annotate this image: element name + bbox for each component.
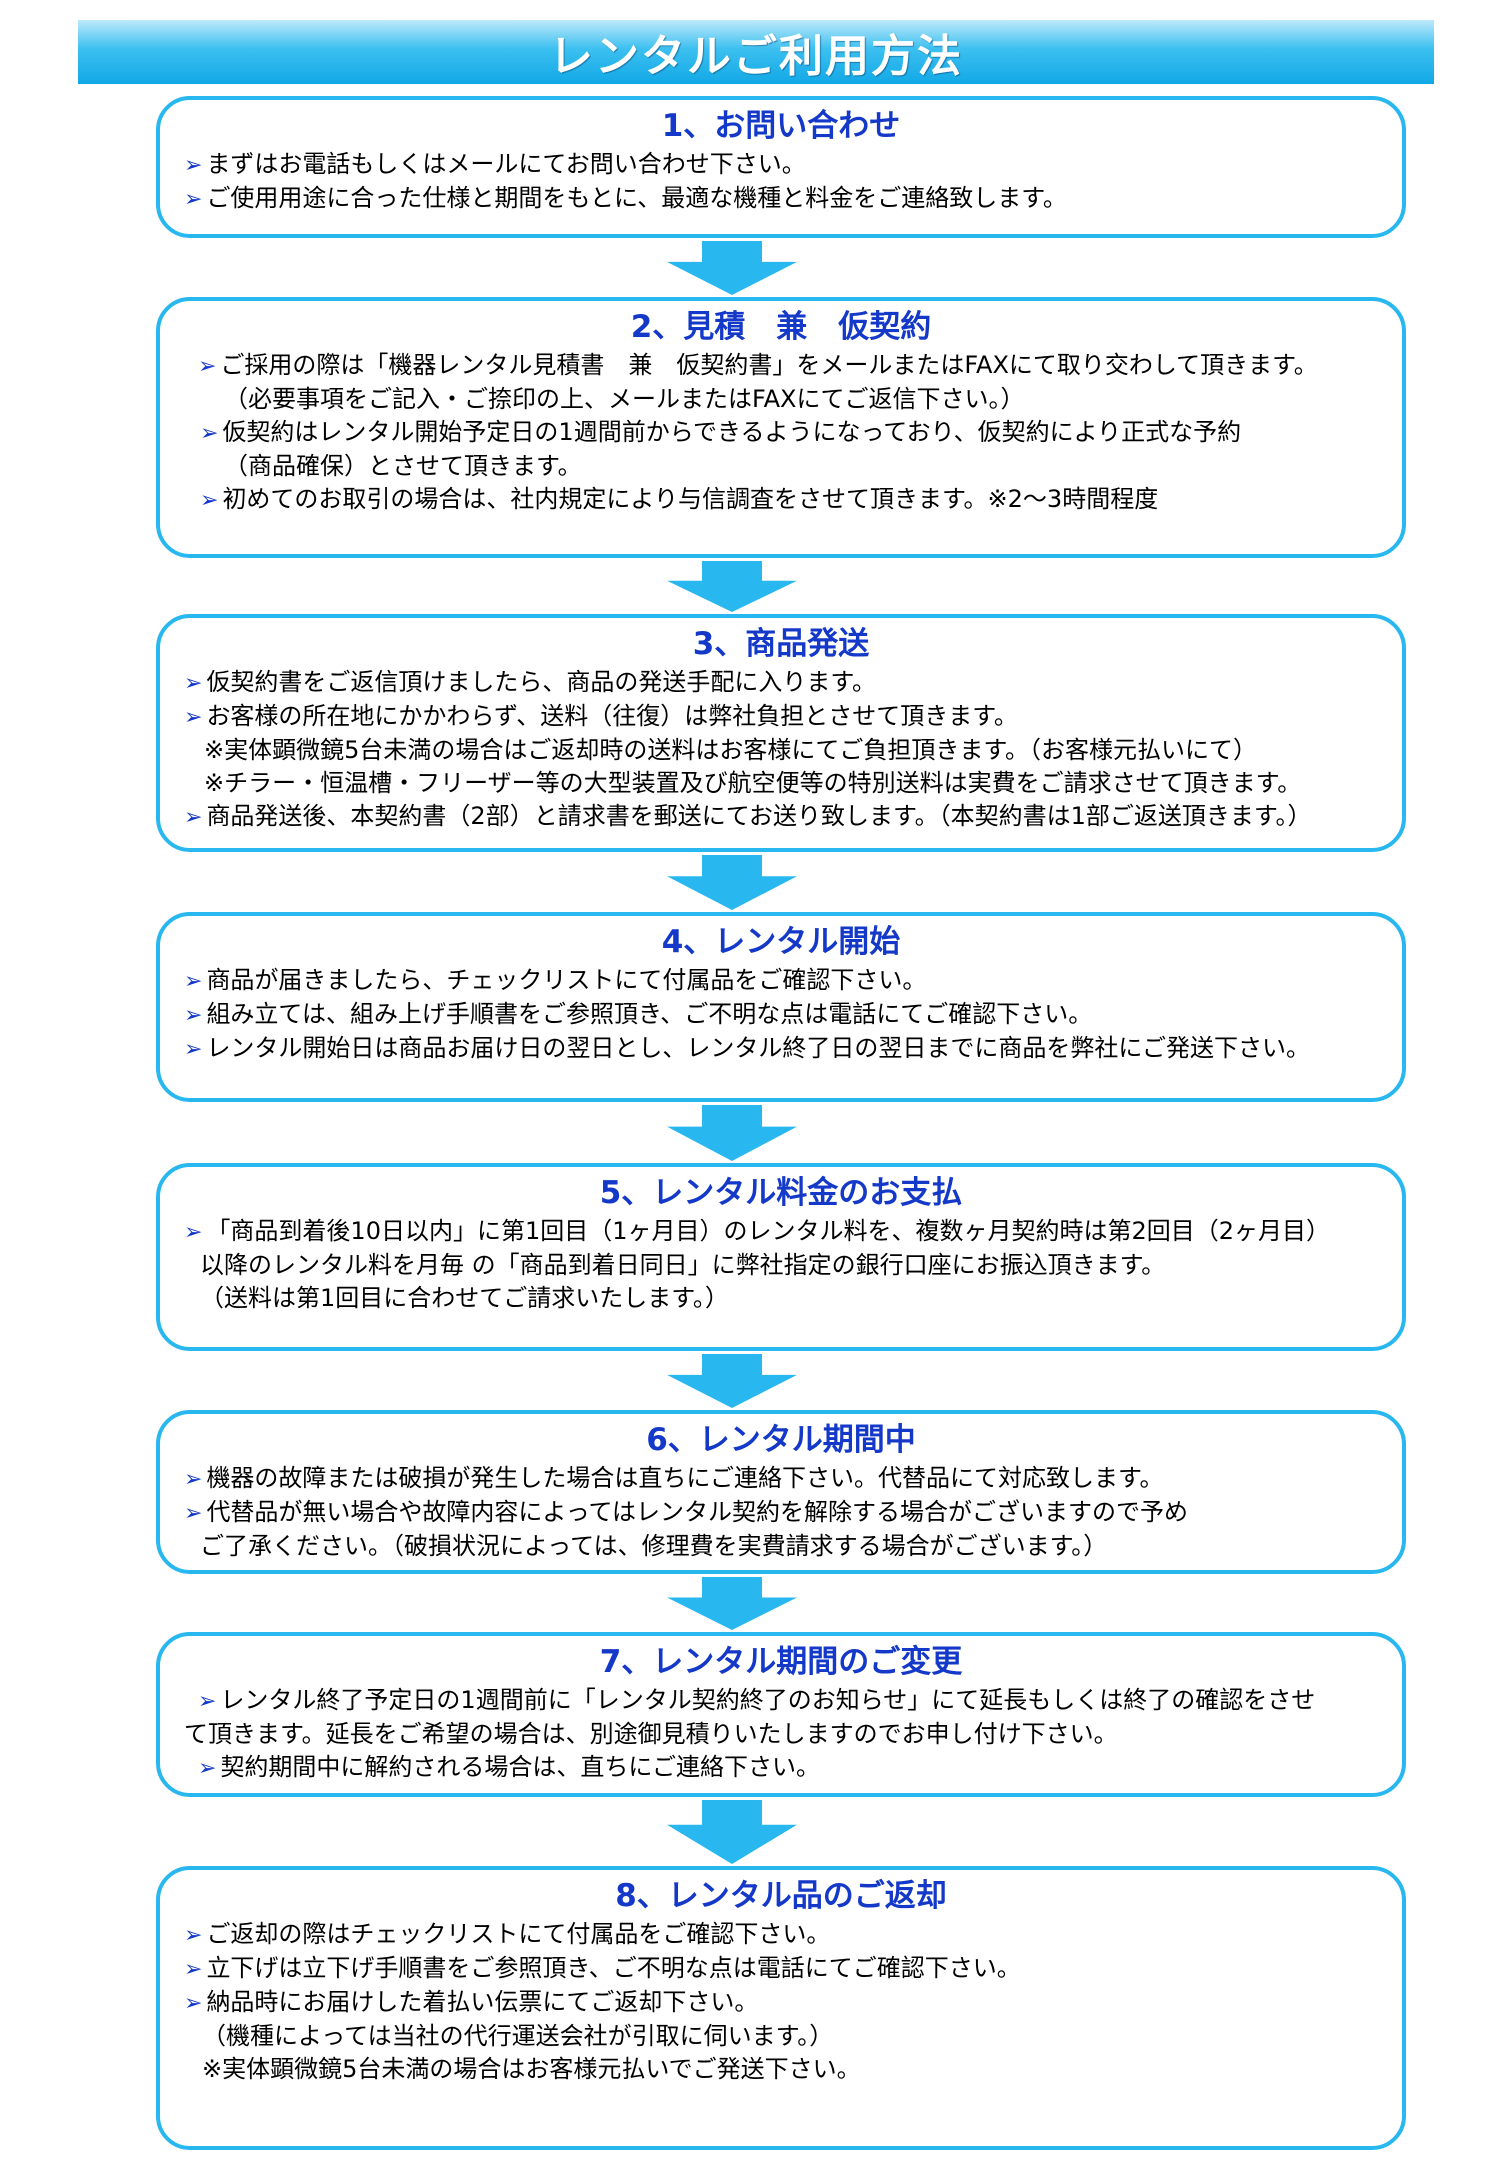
bullet-line: 商品が届きましたら、チェックリストにて付属品をご確認下さい。	[184, 964, 1378, 998]
down-arrow-icon	[667, 1354, 797, 1408]
bullet-line: 初めてのお取引の場合は、社内規定により与信調査をさせて頂きます。※2～3時間程度	[184, 483, 1378, 517]
step-box-5: 5、レンタル料金のお支払「商品到着後10日以内」に第1回目（1ヶ月目）のレンタル…	[156, 1163, 1406, 1351]
bullet-line: まずはお電話もしくはメールにてお問い合わせ下さい。	[184, 148, 1378, 182]
bullet-line: 商品発送後、本契約書（2部）と請求書を郵送にてお送り致します。（本契約書は1部ご…	[184, 800, 1378, 834]
bullet-line: お客様の所在地にかかわらず、送料（往復）は弊社負担とさせて頂きます。	[184, 700, 1378, 734]
down-arrow-icon	[667, 241, 797, 295]
step-box-1: 1、お問い合わせまずはお電話もしくはメールにてお問い合わせ下さい。ご使用用途に合…	[156, 96, 1406, 238]
step-title: 7、レンタル期間のご変更	[599, 1644, 963, 1680]
step-title: 5、レンタル料金のお支払	[599, 1175, 963, 1211]
continuation-line: 以降のレンタル料を月毎 の「商品到着日同日」に弊社指定の銀行口座にお振込頂きます…	[200, 1251, 1166, 1279]
step-box-4: 4、レンタル開始商品が届きましたら、チェックリストにて付属品をご確認下さい。組み…	[156, 912, 1406, 1102]
down-arrow-icon	[667, 855, 797, 910]
continuation-line: ※実体顕微鏡5台未満の場合はご返却時の送料はお客様にてご負担頂きます。（お客様元…	[204, 736, 1257, 764]
bullet-line: レンタル開始日は商品お届け日の翌日とし、レンタル終了日の翌日までに商品を弊社にご…	[184, 1032, 1378, 1066]
bullet-line: ご採用の際は「機器レンタル見積書 兼 仮契約書」をメールまたはFAXにて取り交わ…	[184, 349, 1378, 383]
continuation-line: （機種によっては当社の代行運送会社が引取に伺います。）	[202, 2022, 834, 2050]
down-arrow-icon	[667, 1577, 797, 1630]
bullet-line: 契約期間中に解約される場合は、直ちにご連絡下さい。	[184, 1751, 1378, 1785]
continuation-line: （送料は第1回目に合わせてご請求いたします。）	[200, 1284, 729, 1312]
bullet-line: 「商品到着後10日以内」に第1回目（1ヶ月目）のレンタル料を、複数ヶ月契約時は第…	[184, 1215, 1378, 1249]
continuation-line: ※実体顕微鏡5台未満の場合はお客様元払いでご発送下さい。	[202, 2055, 861, 2083]
step-title: 2、見積 兼 仮契約	[630, 309, 932, 345]
down-arrow-icon	[667, 1105, 797, 1161]
bullet-line: 仮契約書をご返信頂けましたら、商品の発送手配に入ります。	[184, 666, 1378, 700]
step-box-3: 3、商品発送仮契約書をご返信頂けましたら、商品の発送手配に入ります。お客様の所在…	[156, 614, 1406, 852]
bullet-line: ご返却の際はチェックリストにて付属品をご確認下さい。	[184, 1918, 1378, 1952]
continuation-line: ご了承ください。（破損状況によっては、修理費を実費請求する場合がございます。）	[200, 1532, 1108, 1560]
bullet-line: 仮契約はレンタル開始予定日の1週間前からできるようになっており、仮契約により正式…	[184, 416, 1378, 450]
bullet-line: 立下げは立下げ手順書をご参照頂き、ご不明な点は電話にてご確認下さい。	[184, 1952, 1378, 1986]
step-box-8: 8、レンタル品のご返却ご返却の際はチェックリストにて付属品をご確認下さい。立下げ…	[156, 1866, 1406, 2150]
step-title: 4、レンタル開始	[661, 924, 901, 960]
step-box-2: 2、見積 兼 仮契約ご採用の際は「機器レンタル見積書 兼 仮契約書」をメールまた…	[156, 297, 1406, 558]
continuation-line: （必要事項をご記入・ご捺印の上、メールまたはFAXにてご返信下さい。）	[224, 385, 1025, 413]
step-box-7: 7、レンタル期間のご変更レンタル終了予定日の1週間前に「レンタル契約終了のお知ら…	[156, 1632, 1406, 1797]
continuation-line: （商品確保）とさせて頂きます。	[224, 452, 582, 480]
bullet-line: 組み立ては、組み上げ手順書をご参照頂き、ご不明な点は電話にてご確認下さい。	[184, 998, 1378, 1032]
down-arrow-icon	[667, 561, 797, 612]
continuation-line: ※チラー・恒温槽・フリーザー等の大型装置及び航空便等の特別送料は実費をご請求させ…	[204, 769, 1302, 797]
down-arrow-icon	[667, 1800, 797, 1864]
step-box-6: 6、レンタル期間中機器の故障または破損が発生した場合は直ちにご連絡下さい。代替品…	[156, 1410, 1406, 1574]
continuation-line: て頂きます。延長をご希望の場合は、別途御見積りいたしますのでお申し付け下さい。	[184, 1720, 1118, 1748]
bullet-line: 機器の故障または破損が発生した場合は直ちにご連絡下さい。代替品にて対応致します。	[184, 1462, 1378, 1496]
bullet-line: レンタル終了予定日の1週間前に「レンタル契約終了のお知らせ」にて延長もしくは終了…	[184, 1684, 1378, 1718]
bullet-line: 納品時にお届けした着払い伝票にてご返却下さい。	[184, 1986, 1378, 2020]
step-title: 1、お問い合わせ	[661, 108, 901, 144]
step-title: 6、レンタル期間中	[646, 1422, 916, 1458]
step-title: 3、商品発送	[692, 626, 870, 662]
page-title: レンタルご利用方法	[549, 31, 963, 82]
bullet-line: ご使用用途に合った仕様と期間をもとに、最適な機種と料金をご連絡致します。	[184, 182, 1378, 216]
step-title: 8、レンタル品のご返却	[615, 1878, 947, 1914]
bullet-line: 代替品が無い場合や故障内容によってはレンタル契約を解除する場合がございますので予…	[184, 1496, 1378, 1530]
page-header: レンタルご利用方法	[78, 20, 1434, 84]
